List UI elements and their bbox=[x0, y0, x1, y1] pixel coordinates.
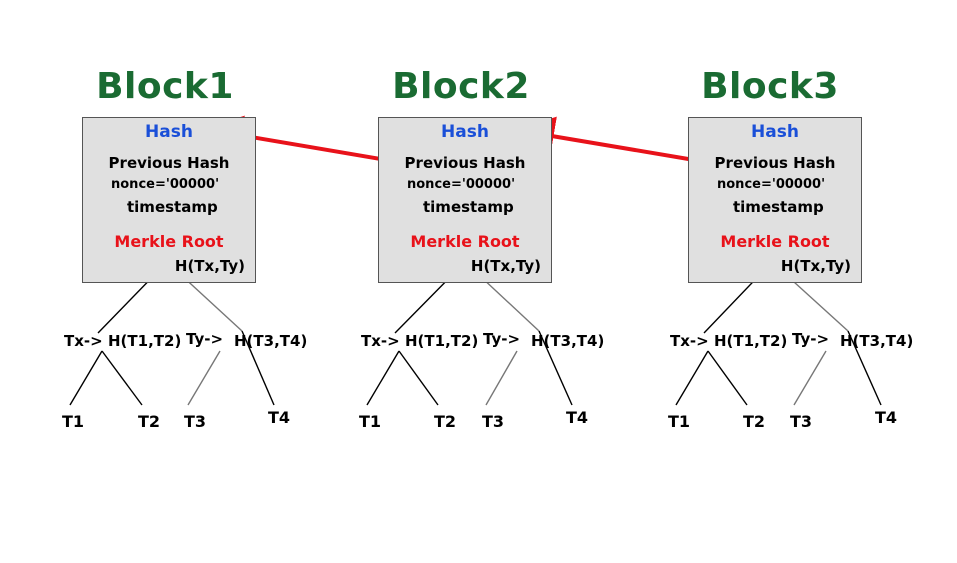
tree-edge-ty-t4 bbox=[241, 330, 275, 406]
tree-edge-ty-t4 bbox=[847, 330, 882, 406]
tree-edge-ty-t3 bbox=[793, 350, 827, 406]
merkle-tree-lines bbox=[69, 261, 882, 406]
ty-label: Ty-> bbox=[483, 330, 521, 348]
merkle-root-label: Merkle Root bbox=[410, 232, 520, 251]
hash-label: Hash bbox=[145, 122, 193, 142]
timestamp-label: timestamp bbox=[423, 198, 514, 216]
tx-hash-label: H(T1,T2) bbox=[714, 332, 788, 350]
ty-label: Ty-> bbox=[186, 330, 224, 348]
block-title: Block2 bbox=[392, 66, 530, 107]
ty-hash-label: H(T3,T4) bbox=[234, 332, 308, 350]
nonce-label: nonce='00000' bbox=[111, 177, 220, 192]
tx-label: Tx-> bbox=[670, 332, 709, 350]
tree-edge-tx-t2 bbox=[101, 350, 143, 406]
timestamp-label: timestamp bbox=[733, 198, 824, 216]
tx-hash-label: H(T1,T2) bbox=[108, 332, 182, 350]
arrow-block3-to-block2 bbox=[514, 116, 713, 165]
leaf-t3: T3 bbox=[790, 412, 813, 431]
tree-edge-ty-t3 bbox=[187, 350, 221, 406]
ty-label: Ty-> bbox=[792, 330, 830, 348]
leaf-t2: T2 bbox=[743, 412, 766, 431]
timestamp-label: timestamp bbox=[127, 198, 218, 216]
tree-edge-tx-t1 bbox=[366, 350, 400, 406]
leaf-t3: T3 bbox=[184, 412, 207, 431]
tree-edge-tx-t2 bbox=[707, 350, 748, 406]
hash-label: Hash bbox=[441, 122, 489, 142]
leaf-t3: T3 bbox=[482, 412, 505, 431]
tx-label: Tx-> bbox=[361, 332, 400, 350]
previous-hash-label: Previous Hash bbox=[404, 154, 526, 172]
nonce-label: nonce='00000' bbox=[717, 177, 826, 192]
merkle-root-label: Merkle Root bbox=[114, 232, 224, 251]
leaf-t2: T2 bbox=[138, 412, 161, 431]
leaf-t4: T4 bbox=[566, 408, 589, 427]
hash-label: Hash bbox=[751, 122, 799, 142]
leaf-t1: T1 bbox=[359, 412, 382, 431]
root-hash-label: H(Tx,Ty) bbox=[470, 257, 541, 275]
leaf-t1: T1 bbox=[62, 412, 85, 431]
tree-edge-ty-t3 bbox=[485, 350, 518, 406]
leaf-t2: T2 bbox=[434, 412, 457, 431]
tx-hash-label: H(T1,T2) bbox=[405, 332, 479, 350]
tree-edge-tx-t1 bbox=[675, 350, 709, 406]
leaf-t4: T4 bbox=[268, 408, 291, 427]
tree-edge-tx-t1 bbox=[69, 350, 103, 406]
previous-hash-label: Previous Hash bbox=[714, 154, 836, 172]
tree-edge-ty-t4 bbox=[538, 330, 573, 406]
tree-edge-tx-t2 bbox=[398, 350, 439, 406]
root-hash-label: H(Tx,Ty) bbox=[174, 257, 245, 275]
root-hash-label: H(Tx,Ty) bbox=[780, 257, 851, 275]
ty-hash-label: H(T3,T4) bbox=[840, 332, 914, 350]
block-title: Block3 bbox=[701, 66, 839, 107]
leaf-t1: T1 bbox=[668, 412, 691, 431]
nonce-label: nonce='00000' bbox=[407, 177, 516, 192]
previous-hash-label: Previous Hash bbox=[108, 154, 230, 172]
tx-label: Tx-> bbox=[64, 332, 103, 350]
leaf-t4: T4 bbox=[875, 408, 898, 427]
ty-hash-label: H(T3,T4) bbox=[531, 332, 605, 350]
merkle-root-label: Merkle Root bbox=[720, 232, 830, 251]
block-title: Block1 bbox=[96, 66, 234, 107]
